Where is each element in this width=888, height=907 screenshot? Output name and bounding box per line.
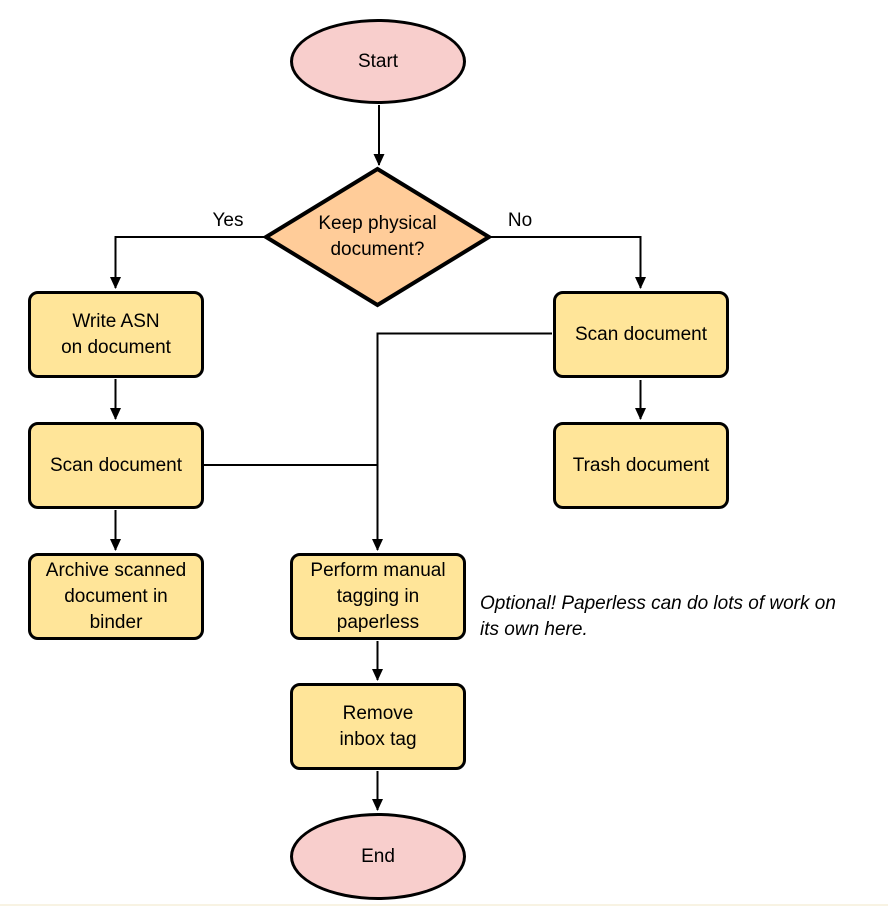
decision-node-label: Keep physical document?	[318, 213, 437, 260]
end-node: End	[290, 813, 466, 900]
process-manual-tagging-label: Perform manual tagging in paperless	[310, 559, 446, 633]
process-remove-inbox-tag-label: Remove inbox tag	[339, 702, 417, 750]
start-node-label: Start	[357, 50, 399, 72]
edge-decision-yes	[110, 236, 266, 289]
start-node: Start	[290, 19, 466, 104]
process-write-asn-label: Write ASN on document	[61, 310, 171, 358]
process-manual-tagging: Perform manual tagging in paperless	[290, 553, 466, 640]
process-trash-document-label: Trash document	[572, 454, 710, 476]
process-archive-binder-label: Archive scanned document in binder	[45, 559, 187, 633]
process-scan-document-left: Scan document	[28, 422, 204, 509]
end-node-label: End	[361, 845, 395, 867]
process-write-asn: Write ASN on document	[28, 291, 204, 378]
edge-label-no: No	[507, 210, 533, 231]
process-trash-document: Trash document	[553, 422, 729, 509]
diamond-shape-icon	[263, 166, 492, 308]
edge-scanright-to-tagging	[372, 332, 552, 551]
process-remove-inbox-tag: Remove inbox tag	[290, 683, 466, 770]
decision-node: Keep physical document?	[263, 166, 492, 308]
process-scan-document-left-label: Scan document	[49, 454, 183, 476]
optional-annotation: Optional! Paperless can do lots of work …	[480, 593, 836, 640]
process-scan-document-right-label: Scan document	[574, 323, 708, 345]
process-scan-document-right: Scan document	[553, 291, 729, 378]
edge-decision-no	[489, 236, 646, 289]
bottom-edge-divider	[0, 904, 888, 906]
process-archive-binder: Archive scanned document in binder	[28, 553, 204, 640]
edge-label-yes: Yes	[212, 210, 244, 231]
